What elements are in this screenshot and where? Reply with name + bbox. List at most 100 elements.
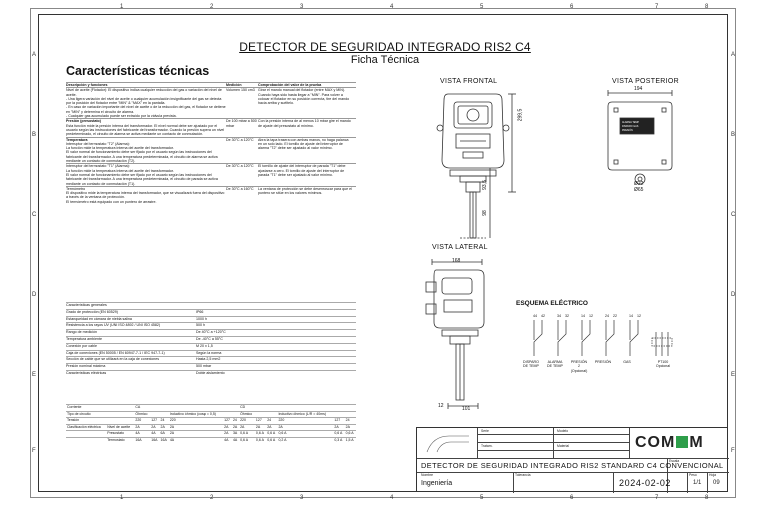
- dim-front-low: 98: [481, 210, 488, 216]
- contact-cell: [168, 404, 224, 412]
- contact-cell: 0,3 A: [333, 436, 345, 444]
- terminal-label: 24: [605, 314, 609, 318]
- rear-view-drawing: ALARMA TEMP DISPARO GAS PRESIÓN: [607, 90, 673, 185]
- contact-cell: Presostato: [106, 430, 135, 438]
- front-view-label: VISTA FRONTAL: [440, 78, 498, 85]
- general-key: Caja de conexiones (EN 50005 / EN 60947-…: [66, 350, 165, 355]
- contact-cell: 0,6 A: [254, 436, 267, 444]
- general-row: Características eléctricas Doble aislamie…: [66, 369, 356, 377]
- contact-cell: [159, 404, 169, 412]
- contact-cell: 0,6 A: [254, 430, 267, 438]
- spec-line: El dispositivo mide la temperatura inter…: [66, 191, 225, 200]
- contact-cell: Tensión: [66, 417, 107, 425]
- general-key: Grado de protección (EN 60529): [66, 309, 118, 314]
- terminal-label: 34: [557, 314, 561, 318]
- terminal-label: 42: [541, 314, 545, 318]
- general-row: Caja de conexiones (EN 50005 / EN 60947-…: [66, 349, 356, 357]
- contact-cell: 2A: [277, 423, 334, 431]
- column-number: 4: [390, 495, 394, 501]
- row-letter: D: [32, 292, 37, 298]
- drawing-author: Ingeniería: [421, 480, 453, 487]
- tb-label: Peso: [689, 473, 697, 477]
- dim-front-height: 299,5: [517, 108, 524, 122]
- general-row: Resistencia a los rayos UV (UNI ISO 4892…: [66, 322, 356, 329]
- spec-check: Abra la tapa trasera con ambas manos, no…: [258, 137, 349, 151]
- general-key: Rango de medición: [66, 330, 97, 335]
- contact-cell: 127: [254, 417, 267, 425]
- general-key: Resistencia a los rayos UV (UNI ISO 4892…: [66, 323, 161, 328]
- spec-line: Interruptor del termostato "T2" (Alarma)…: [66, 141, 130, 146]
- logo-text: COM: [635, 434, 676, 451]
- svg-text:PRESIÓN: PRESIÓN: [622, 129, 633, 132]
- column-number: 7: [655, 4, 659, 10]
- contact-cell: [344, 410, 356, 418]
- row-letter: F: [731, 448, 735, 454]
- spec-header: Medición: [226, 83, 242, 87]
- column-number: 5: [480, 495, 484, 501]
- contact-cell: [254, 404, 267, 412]
- tb-label: Tratam.: [481, 444, 493, 448]
- spec-title: Termómetro: [66, 186, 86, 191]
- terminal-label: 32: [565, 314, 569, 318]
- contact-cell: 16A: [159, 436, 169, 444]
- general-key: Conexión por cable: [66, 343, 97, 348]
- tb-label: Tolerancia: [515, 473, 531, 477]
- contact-cell: [66, 430, 107, 438]
- column-number: 3: [300, 495, 304, 501]
- contact-cell: 6A: [159, 430, 169, 438]
- schematic-drawing: [533, 320, 673, 356]
- dim-side-width: 168: [452, 258, 461, 264]
- terminal-label: 22: [613, 314, 617, 318]
- general-value: Doble aislamiento: [196, 370, 225, 375]
- drawing-frame: [38, 14, 728, 492]
- general-value: De -40°C a 55°C: [196, 336, 223, 341]
- contact-cell: 2A: [159, 423, 169, 431]
- column-number: 8: [705, 495, 709, 501]
- row-letter: C: [731, 212, 736, 218]
- general-key: Temperatura ambiente: [66, 336, 102, 341]
- title-block: Serie Modelo Tratam. Material Tolerancia…: [416, 427, 729, 493]
- contact-cell: 2A: [150, 423, 160, 431]
- dim-rear-d1: Ø22: [634, 181, 644, 187]
- terminal-label: 12: [637, 314, 641, 318]
- contact-cell: 24: [231, 417, 240, 425]
- contact-cell: Óhmico: [134, 410, 151, 418]
- contact-cell: 4A: [168, 436, 224, 444]
- row-letter: C: [32, 212, 37, 218]
- spec-row: Presión (presostato)Esta función mide la…: [66, 118, 356, 136]
- general-key: Características eléctricas: [66, 370, 107, 375]
- column-number: 5: [480, 4, 484, 10]
- document-title: DETECTOR DE SEGURIDAD INTEGRADO RIS2 C4: [239, 40, 531, 54]
- contact-cell: 2A: [223, 423, 232, 431]
- general-value: Hasta 2,5 mm2: [196, 357, 221, 362]
- general-value: 500 h: [196, 323, 205, 328]
- contact-cell: 0,2 A: [277, 436, 334, 444]
- title-block-rule: [667, 458, 668, 493]
- contact-cell: Inductivo óhmico (L/R = 40ms): [277, 410, 334, 418]
- contact-cell: 2A: [344, 423, 356, 431]
- title-block-rule: [613, 472, 614, 493]
- tb-label: Nombre: [421, 473, 434, 477]
- document-subtitle: Ficha Técnica: [350, 54, 420, 66]
- general-value: Según la norma: [196, 350, 222, 355]
- contact-cell: [231, 410, 240, 418]
- general-key: Sección de cable que se utilizará en la …: [66, 357, 160, 362]
- title-block-rule: [513, 472, 514, 493]
- svg-text:DISPARO GAS: DISPARO GAS: [622, 125, 639, 128]
- rear-view-label: VISTA POSTERIOR: [612, 78, 679, 85]
- contact-cell: [231, 404, 240, 412]
- contact-cell: Inductivo óhmico (cosφ = 0,5): [168, 410, 224, 418]
- contact-cell: [223, 410, 232, 418]
- spec-description: Interruptor del termostato "T1" (Alarma)…: [66, 164, 226, 185]
- contact-cell: 4A: [231, 436, 240, 444]
- contact-cell: CA: [134, 404, 151, 412]
- contact-cell: [150, 404, 160, 412]
